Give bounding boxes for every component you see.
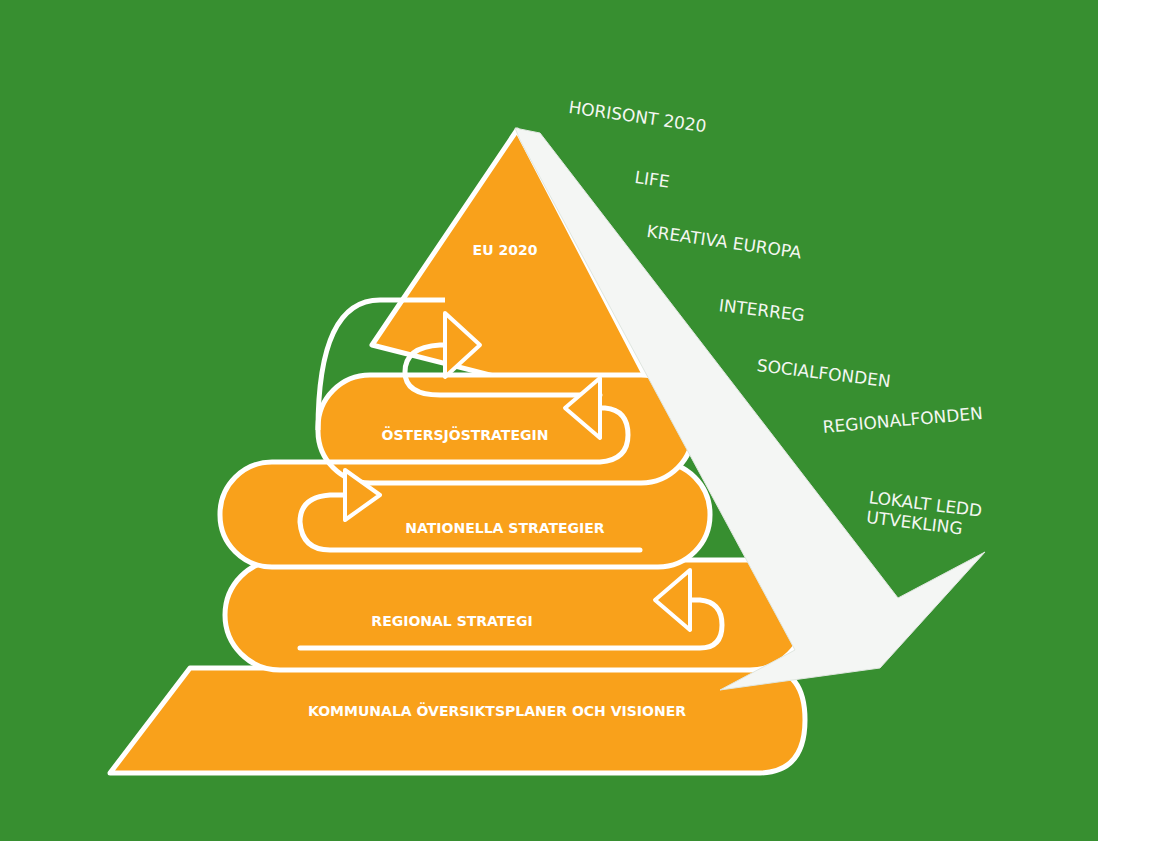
serpentine-arm xyxy=(318,300,445,430)
arrow-head xyxy=(345,470,380,520)
funding-arrow xyxy=(515,128,985,690)
base-band xyxy=(110,668,805,773)
green-ground xyxy=(0,0,1098,841)
level-title: KOMMUNALA ÖVERSIKTSPLANER OCH VISIONER xyxy=(308,703,686,720)
level-title: REGIONAL STRATEGI xyxy=(371,613,532,630)
hook-line xyxy=(405,345,600,395)
regional-band xyxy=(225,560,805,670)
strategy-level: ÖSTERSJÖSTRATEGIN xyxy=(374,423,557,448)
strategy-level: NATIONELLA STRATEGIER xyxy=(397,516,612,541)
hook-line xyxy=(300,600,722,648)
level-title: ÖSTERSJÖSTRATEGIN xyxy=(382,427,549,444)
level-title: EU 2020 xyxy=(473,242,538,259)
arrow-head xyxy=(565,378,600,438)
arrow-head xyxy=(445,313,480,377)
strategy-level: EU 2020 xyxy=(465,238,546,263)
level-title: NATIONELLA STRATEGIER xyxy=(405,520,604,537)
baltic-band xyxy=(318,375,693,483)
strategy-level: KOMMUNALA ÖVERSIKTSPLANER OCH VISIONER xyxy=(300,699,694,724)
strategy-level: REGIONAL STRATEGI xyxy=(363,609,540,634)
arrow-head xyxy=(655,570,690,630)
